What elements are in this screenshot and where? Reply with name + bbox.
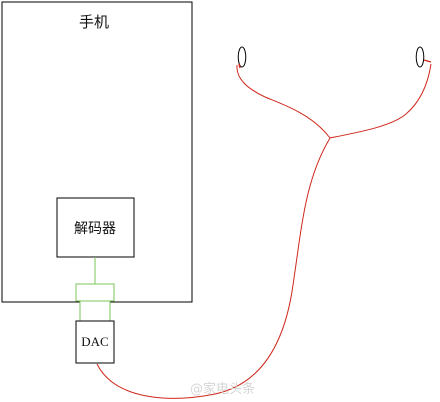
dac-label: DAC bbox=[81, 334, 108, 349]
headphone-cable-right bbox=[329, 63, 432, 139]
port-connector-upper bbox=[75, 283, 115, 302]
right-earbud-icon bbox=[415, 46, 432, 68]
phone-label: 手机 bbox=[79, 13, 109, 31]
decoder-label: 解码器 bbox=[74, 221, 116, 237]
watermark-text: @家电头条 bbox=[190, 381, 255, 397]
dac-box bbox=[75, 320, 115, 364]
headphone-cable-left bbox=[236, 64, 331, 139]
left-earbud-icon bbox=[237, 46, 247, 69]
port-connector-lower bbox=[79, 300, 111, 323]
decoder-box bbox=[56, 197, 135, 258]
headphone-cable-main bbox=[96, 137, 331, 399]
